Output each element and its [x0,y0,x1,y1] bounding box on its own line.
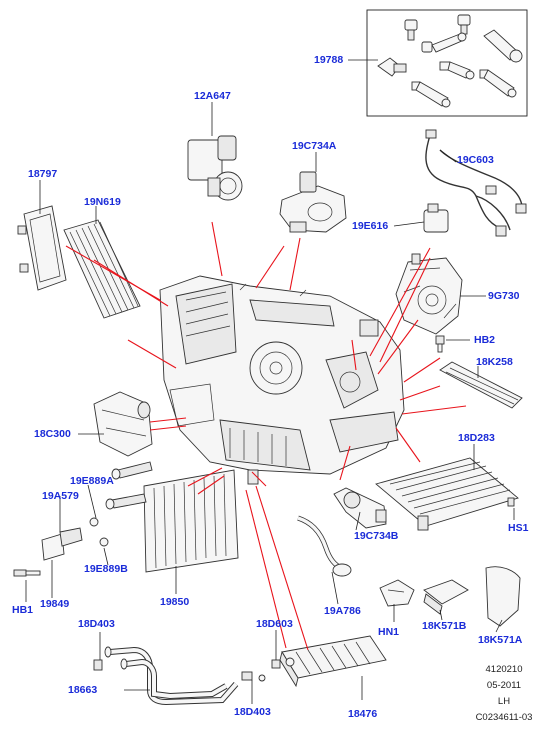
inset-box-19788 [366,9,528,117]
label-19E616: 19E616 [352,220,389,232]
part-hvac-housing [159,275,405,485]
part-HN1-clip [379,579,415,607]
part-9G730-module [395,253,463,335]
part-18D403-clips [241,659,281,682]
label-18D603: 18D603 [256,618,293,630]
label-18D403-top: 18D403 [78,618,115,630]
label-18C300: 18C300 [34,428,71,440]
label-19850: 19850 [160,596,190,608]
part-12A647-motor [187,135,243,201]
part-18K258-duct [439,361,523,409]
part-19849-bracket [13,517,109,577]
label-9G730: 9G730 [488,290,520,302]
part-19A786-pipe [297,515,352,577]
label-18K571A: 18K571A [478,634,523,646]
leader-lines [25,59,515,704]
part-18C300-duct [93,391,153,457]
label-HB1: HB1 [12,604,34,616]
label-19C734B: 19C734B [354,530,399,542]
label-18K258: 18K258 [476,356,513,368]
part-19850-heater-core [105,461,239,573]
part-19N619-filter [63,219,141,319]
part-19E616-sensor [423,203,449,233]
label-19A579: 19A579 [42,490,79,502]
part-18476-core [279,635,387,688]
part-18K571A-cover [485,566,521,627]
label-19C603: 19C603 [457,154,494,166]
label-HB2: HB2 [474,334,496,346]
label-19788: 19788 [314,54,344,66]
part-HB2-bolt [435,335,445,353]
part-19788-screws [377,14,523,108]
part-18663-pipes [93,646,239,706]
label-HS1: HS1 [508,522,529,534]
label-19E889A: 19E889A [70,475,114,487]
part-18797-seal [17,205,67,291]
label-HN1: HN1 [378,626,400,638]
part-19C734B-actuator [333,487,387,529]
part-18D283-core [375,457,519,531]
label-18K571B: 18K571B [422,620,467,632]
label-19N619: 19N619 [84,196,121,208]
label-18D283: 18D283 [458,432,495,444]
label-19C734A: 19C734A [292,140,337,152]
red-callout-lines [65,221,467,651]
reference-number: 4120210 [485,664,523,675]
label-18663: 18663 [68,684,98,696]
label-19849: 19849 [40,598,70,610]
reference-side: LH [497,696,511,707]
part-19C734A-actuator [279,171,347,233]
part-19C603-harness [425,129,527,237]
reference-date: 05-2011 [486,680,522,691]
part-18K571B-bracket [423,579,469,615]
label-18797: 18797 [28,168,58,180]
label-12A647: 12A647 [194,90,231,102]
reference-code: C0234611-03 [475,712,533,723]
label-19A786: 19A786 [324,605,361,617]
label-18476: 18476 [348,708,378,720]
label-18D403-bottom: 18D403 [234,706,271,718]
label-19E889B: 19E889B [84,563,128,575]
